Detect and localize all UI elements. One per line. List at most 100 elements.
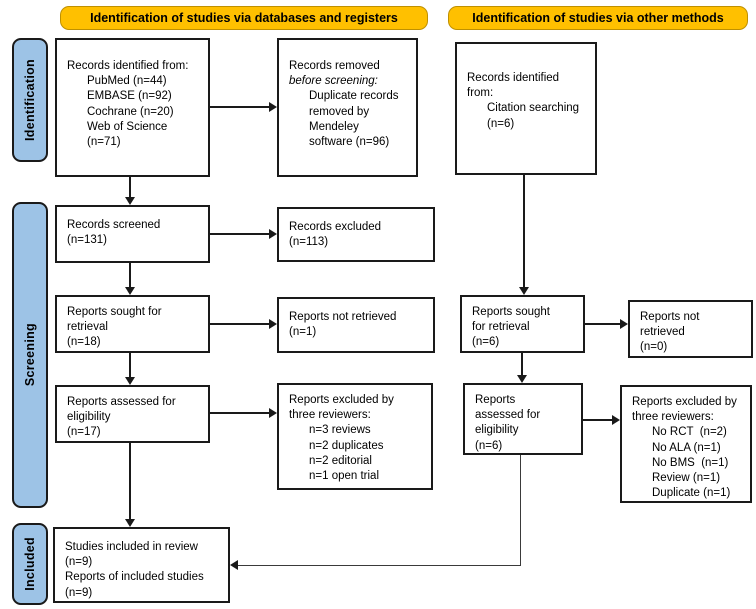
box-studies-included: Studies included in review (n=9) Reports o… xyxy=(53,527,230,603)
banner-other-methods: Identification of studies via other meth… xyxy=(448,6,748,30)
box-records-removed-before-screening: Records removed before screening: Duplicat… xyxy=(277,38,418,177)
arrow-sought-to-assessed-head xyxy=(125,377,135,385)
box-text-line: retrieved xyxy=(640,326,685,339)
box-text-line: Reports not xyxy=(640,311,700,323)
arrow-other-sought-to-notretrieved-line xyxy=(585,323,621,325)
box-text-line: Reports sought xyxy=(472,306,550,318)
connector-other-assessed-to-included-horizontal xyxy=(238,565,521,566)
box-reports-not-retrieved-other: Reports not retrieved (n=0) xyxy=(628,300,753,358)
box-text-line: retrieval xyxy=(67,321,108,334)
box-text-line: assessed for xyxy=(475,409,541,422)
box-text-line: Web of Science xyxy=(87,120,168,133)
arrow-assessed-to-included-head xyxy=(125,519,135,527)
arrow-sought-to-assessed-line xyxy=(129,353,131,377)
box-text-line: (n=9) xyxy=(65,556,93,569)
box-text-line: Duplicate (n=1) xyxy=(652,487,731,500)
arrow-other-sought-to-notretrieved-head xyxy=(620,319,628,329)
arrow-other-identified-to-sought-head xyxy=(519,287,529,295)
box-text-line: n=3 reviews xyxy=(309,424,371,437)
sidebar-screening: Screening xyxy=(12,202,48,508)
sidebar-identification-label: Identification xyxy=(23,59,37,141)
box-reports-excluded-reviewers-db: Reports excluded by three reviewers: n=3 r… xyxy=(277,383,433,490)
arrow-other-sought-to-assessed-line xyxy=(521,353,523,376)
sidebar-included: Included xyxy=(12,523,48,605)
arrow-other-assessed-to-excluded-head xyxy=(612,415,620,425)
box-text-line: PubMed (n=44) xyxy=(87,75,167,88)
arrow-sought-to-notretrieved-head xyxy=(269,319,277,329)
box-text-line: EMBASE (n=92) xyxy=(87,90,172,103)
connector-other-assessed-to-included-vertical xyxy=(520,455,521,566)
connector-other-assessed-to-included-head xyxy=(230,560,238,570)
box-text-line: (n=71) xyxy=(87,135,121,148)
box-text-line: from: xyxy=(467,87,494,100)
box-text-line: (n=113) xyxy=(289,236,329,249)
box-text-line: (n=131) xyxy=(67,234,107,247)
arrow-identified-to-removed-line xyxy=(210,106,270,108)
box-text-line: (n=6) xyxy=(475,439,503,452)
box-text-line: (n=9) xyxy=(65,586,93,599)
box-text-line: three reviewers: xyxy=(632,411,714,424)
box-records-excluded: Records excluded (n=113) xyxy=(277,207,435,262)
arrow-identified-to-removed-head xyxy=(269,102,277,112)
box-text-line: Reports excluded by xyxy=(289,394,394,406)
box-text-line: (n=1) xyxy=(289,326,317,339)
arrow-other-sought-to-assessed-head xyxy=(517,375,527,383)
box-text-line: Reports assessed for xyxy=(67,396,176,408)
arrow-assessed-to-excluded-head xyxy=(269,408,277,418)
box-text-line: Records identified xyxy=(467,72,560,84)
sidebar-included-label: Included xyxy=(23,537,37,591)
box-reports-assessed-eligibility: Reports assessed for eligibility (n=17) xyxy=(55,385,210,443)
arrow-screened-to-sought-line xyxy=(129,263,131,287)
arrow-identified-to-screened-line xyxy=(129,177,131,198)
arrow-other-assessed-to-excluded-line xyxy=(583,419,613,421)
box-text-line: Review (n=1) xyxy=(652,471,721,484)
box-text-line: Records excluded xyxy=(289,221,382,233)
box-text-line: software (n=96) xyxy=(309,135,390,148)
arrow-screened-to-excluded-line xyxy=(210,233,270,235)
box-text-line: n=1 open trial xyxy=(309,469,380,482)
arrow-screened-to-sought-head xyxy=(125,287,135,295)
arrow-other-identified-to-sought-line xyxy=(523,175,525,288)
arrow-screened-to-excluded-head xyxy=(269,229,277,239)
box-records-screened: Records screened (n=131) xyxy=(55,205,210,263)
box-text-line: Reports excluded by xyxy=(632,396,737,408)
box-reports-sought-retrieval-other: Reports sought for retrieval (n=6) xyxy=(460,295,585,353)
box-text-line: Studies included in review xyxy=(65,541,198,553)
sidebar-screening-label: Screening xyxy=(23,323,37,387)
banner-databases-registers-label: Identification of studies via databases … xyxy=(90,11,398,25)
box-text-line: n=2 editorial xyxy=(309,454,372,467)
box-text-line: (n=18) xyxy=(67,336,101,349)
arrow-sought-to-notretrieved-line xyxy=(210,323,270,325)
box-text-line: No ALA (n=1) xyxy=(652,441,721,454)
box-text-line: Duplicate records xyxy=(309,90,399,103)
arrow-assessed-to-excluded-line xyxy=(210,412,270,414)
sidebar-identification: Identification xyxy=(12,38,48,162)
arrow-identified-to-screened-head xyxy=(125,197,135,205)
box-text-line: (n=6) xyxy=(472,336,500,349)
banner-other-methods-label: Identification of studies via other meth… xyxy=(472,11,724,25)
box-text-line: (n=0) xyxy=(640,341,668,354)
arrow-assessed-to-included-line xyxy=(129,443,131,520)
box-text-line: three reviewers: xyxy=(289,409,371,422)
banner-databases-registers: Identification of studies via databases … xyxy=(60,6,428,30)
box-records-identified-databases: Records identified from: PubMed (n=44) EMB… xyxy=(55,38,210,177)
box-text-line: Mendeley xyxy=(309,120,359,133)
box-text-line: n=2 duplicates xyxy=(309,439,384,452)
box-text-line: Records identified from: xyxy=(67,60,189,72)
box-text-line: Reports xyxy=(475,394,516,406)
box-text-line: before screening: xyxy=(289,75,378,88)
box-text-line: (n=17) xyxy=(67,426,101,439)
box-text-line: Cochrane (n=20) xyxy=(87,105,174,118)
box-reports-excluded-reviewers-other: Reports excluded by three reviewers: No RC… xyxy=(620,385,752,503)
box-text-line: No RCT (n=2) xyxy=(652,426,727,439)
box-text-line: Reports of included studies xyxy=(65,571,204,584)
box-reports-assessed-eligibility-other: Reports assessed for eligibility (n=6) xyxy=(463,383,583,455)
box-text-line: Records removed xyxy=(289,60,380,72)
box-text-line: eligibility xyxy=(67,411,111,424)
box-text-line: Records screened xyxy=(67,219,161,231)
box-text-line: for retrieval xyxy=(472,321,530,334)
box-text-line: eligibility xyxy=(475,424,519,437)
box-text-line: (n=6) xyxy=(487,117,515,130)
